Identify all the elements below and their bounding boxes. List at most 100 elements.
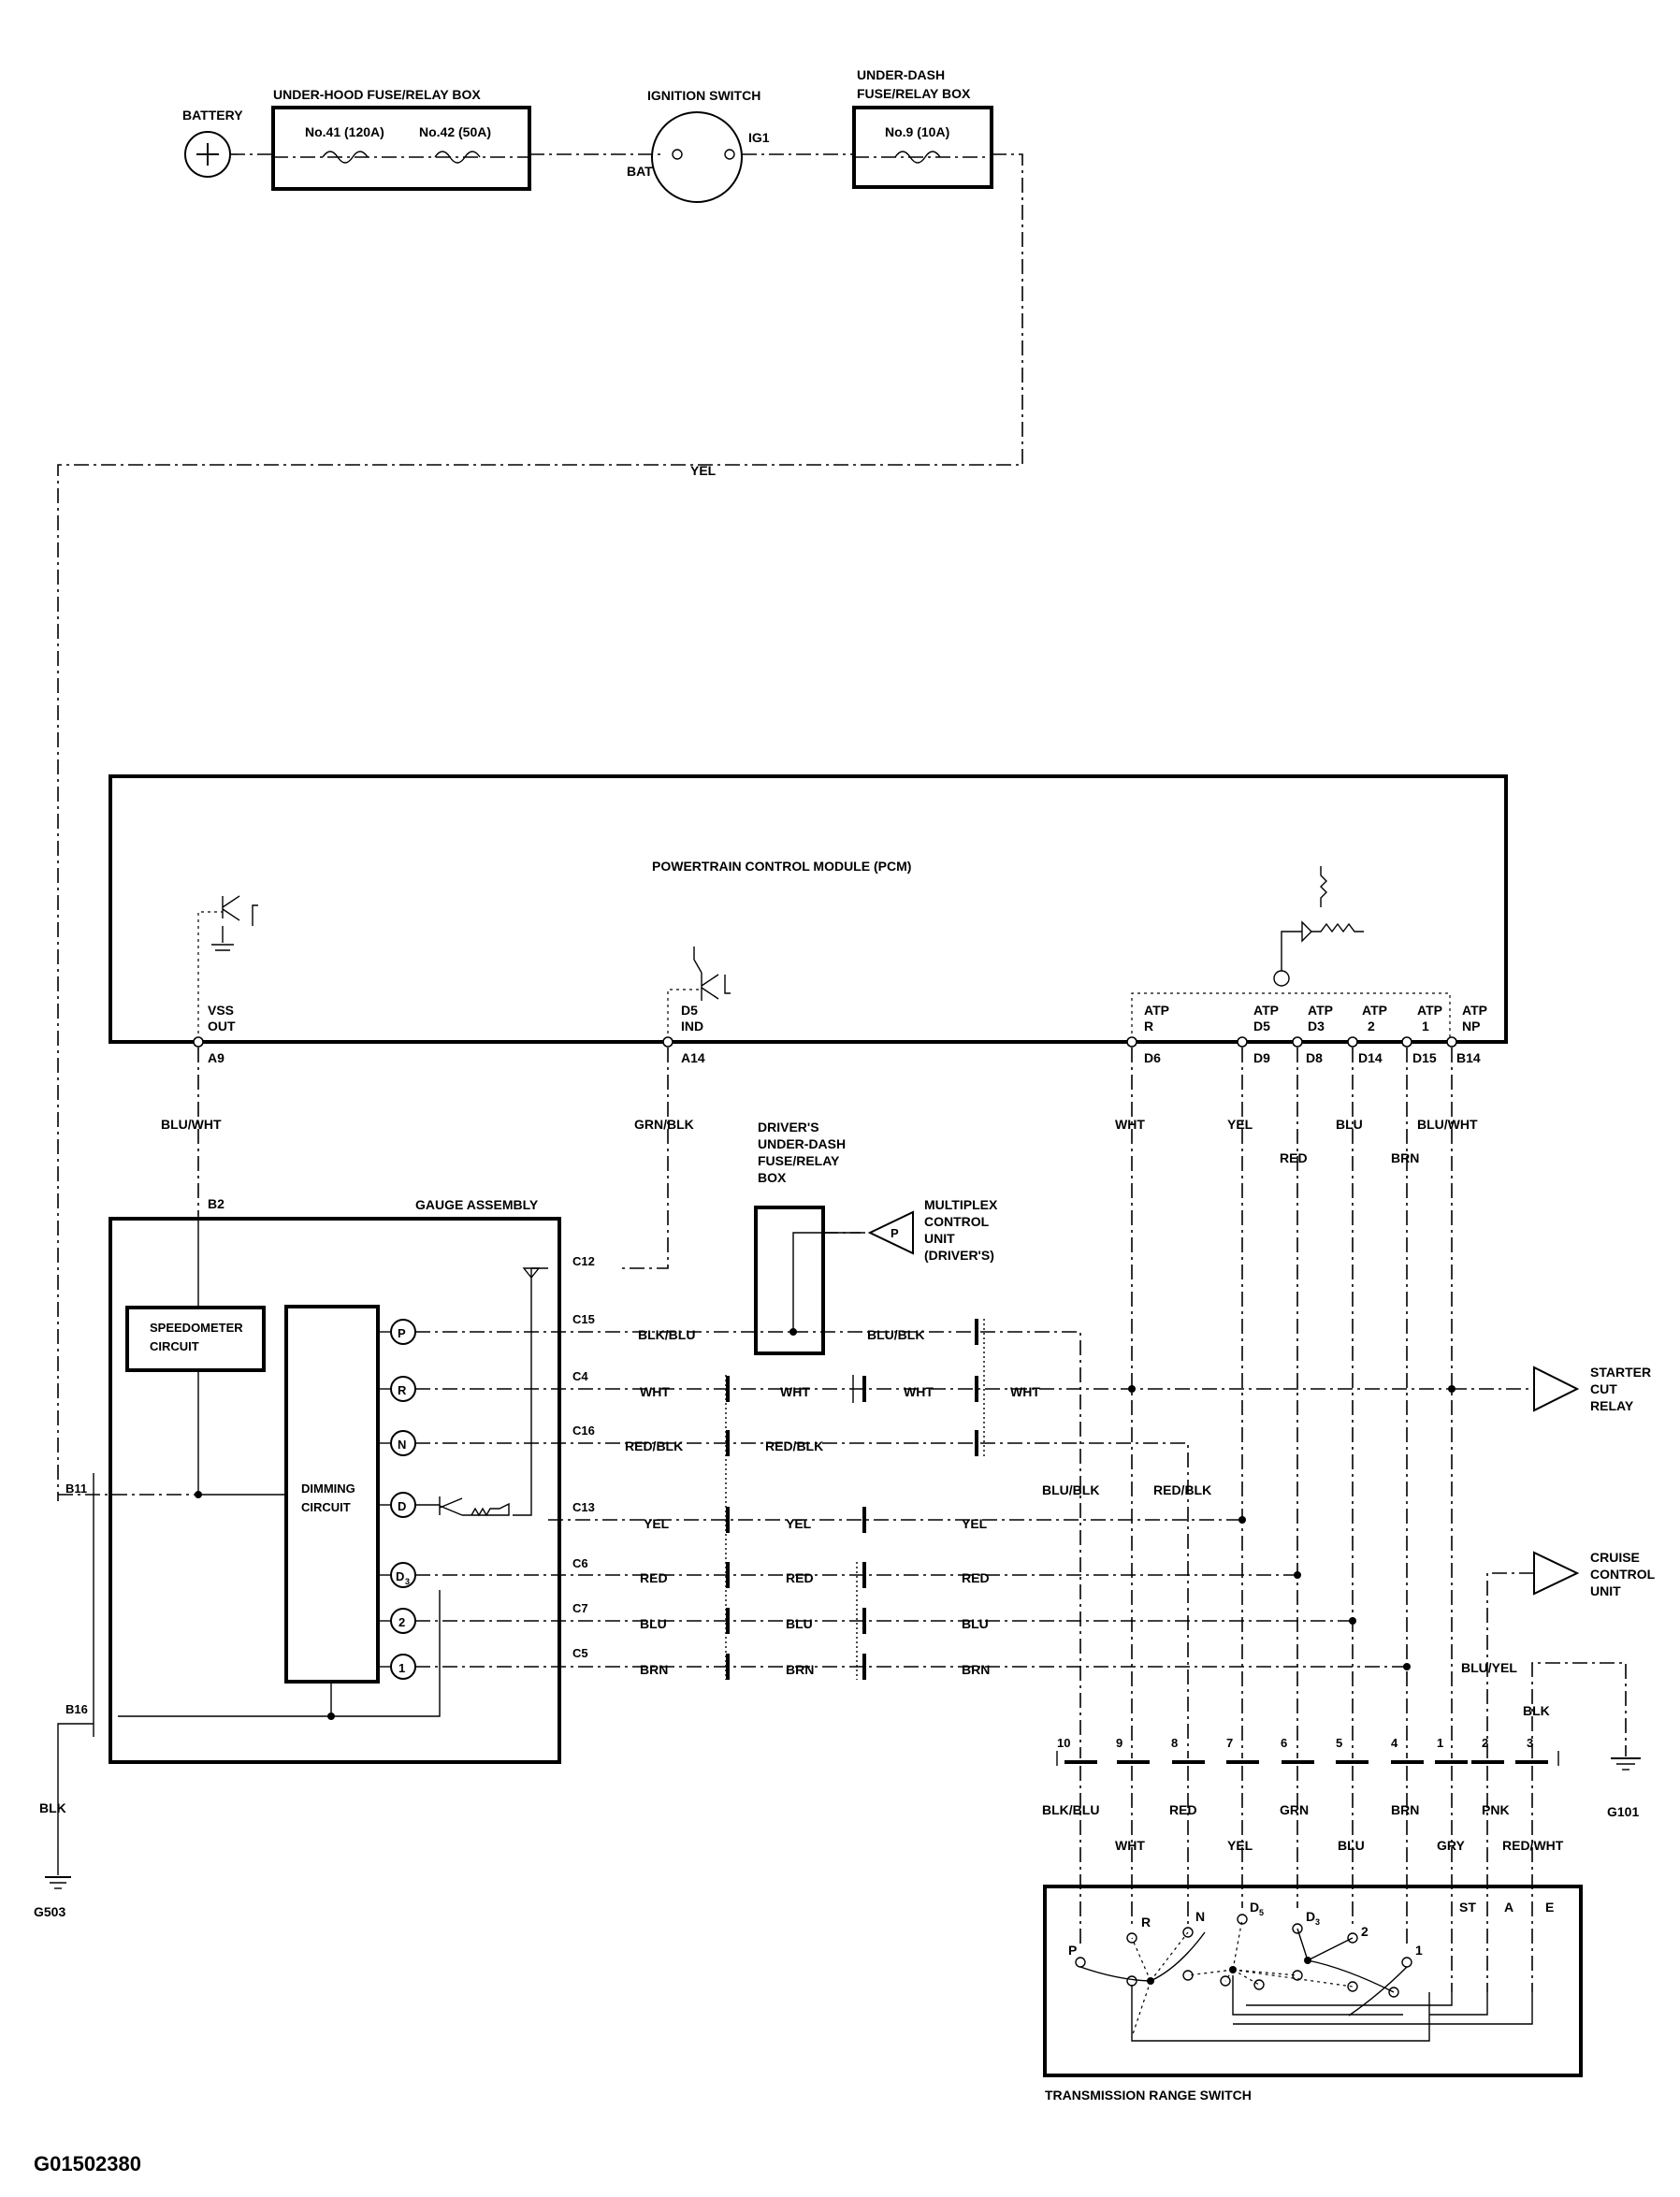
drv-box-label-2: UNDER-DASH [758, 1136, 846, 1151]
pin-d5ind-2: IND [681, 1019, 703, 1033]
g503-label: G503 [34, 1904, 65, 1919]
wire-pcm-red: RED [1280, 1150, 1308, 1165]
wire-blk-g101: BLK [1523, 1703, 1550, 1718]
pin-c15: C15 [572, 1312, 595, 1326]
pcm-module: POWERTRAIN CONTROL MODULE (PCM) VSS OUT … [109, 774, 1508, 1065]
trs-pin-9: 9 [1116, 1736, 1122, 1750]
wire-red-blk-vertical: RED/BLK [1153, 1482, 1211, 1497]
wire-blu-blk-vertical: BLU/BLK [1042, 1482, 1099, 1497]
trs-pin-5: 5 [1336, 1736, 1342, 1750]
mux-label-2: CONTROL [924, 1214, 990, 1229]
wire-pcm-wht: WHT [1115, 1117, 1145, 1132]
gauge-assembly: GAUGE ASSEMBLY B2 SPEEDOMETER CIRCUIT DI… [58, 1196, 595, 1764]
pin-c6: C6 [572, 1556, 588, 1570]
indicator-r: R [378, 1376, 416, 1402]
svg-text:R: R [398, 1383, 407, 1397]
trs-pos-e: E [1545, 1900, 1554, 1915]
wire-trs-yel: YEL [1227, 1838, 1253, 1853]
cruise-label-2: CONTROL [1590, 1567, 1656, 1582]
pin-c16: C16 [572, 1424, 595, 1438]
wire-pcm-yel: YEL [1227, 1117, 1253, 1132]
pin-atpd5-2: D5 [1253, 1019, 1270, 1033]
svg-text:D: D [398, 1499, 406, 1513]
wire-blu-yel: BLU/YEL [1461, 1660, 1517, 1675]
svg-text:D: D [396, 1569, 404, 1583]
d-driver-transistor-icon [415, 1496, 463, 1516]
dimming-label-2: CIRCUIT [301, 1500, 351, 1514]
wire-blk-blu: BLK/BLU [638, 1327, 695, 1342]
wire-wht-3: WHT [904, 1384, 934, 1399]
wire-yel-3: YEL [962, 1516, 988, 1531]
atp-resistor-icon [1311, 922, 1364, 933]
pin-d5ind-1: D5 [681, 1003, 698, 1018]
wire-red-blk-1: RED/BLK [625, 1438, 683, 1453]
indicator-d: D [378, 1492, 416, 1518]
fuse-9-icon [894, 151, 941, 164]
starter-label-3: RELAY [1590, 1398, 1634, 1413]
cruise-control-unit: CRUISE CONTROL UNIT [1533, 1550, 1656, 1598]
pin-d15: D15 [1412, 1050, 1437, 1065]
trs-pin-10: 10 [1057, 1736, 1070, 1750]
pin-vss-1: VSS [208, 1003, 234, 1018]
pin-c5: C5 [572, 1646, 588, 1660]
pin-c7: C7 [572, 1601, 588, 1615]
wire-trs-wht: WHT [1115, 1838, 1145, 1853]
wire-red-3: RED [962, 1570, 990, 1585]
pin-vss-2: OUT [208, 1019, 236, 1033]
cruise-label-1: CRUISE [1590, 1550, 1640, 1565]
transmission-range-switch: TRANSMISSION RANGE SWITCH P R N D 5 D 3 … [1043, 1885, 1583, 2103]
pin-atpd3-1: ATP [1308, 1003, 1333, 1018]
wire-brn-3: BRN [962, 1662, 990, 1677]
ig1-label: IG1 [748, 130, 770, 145]
pin-c13: C13 [572, 1500, 595, 1514]
wire-yel-2: YEL [786, 1516, 812, 1531]
wire-wht-4: WHT [1010, 1384, 1040, 1399]
indicator-d3: D 3 [378, 1562, 416, 1588]
drivers-underdash-box: DRIVER'S UNDER-DASH FUSE/RELAY BOX [754, 1120, 861, 1355]
pcm-label: POWERTRAIN CONTROL MODULE (PCM) [652, 859, 911, 874]
figure-id: G01502380 [34, 2152, 141, 2175]
trs-pin-6: 6 [1281, 1736, 1287, 1750]
svg-text:3: 3 [405, 1577, 410, 1586]
vss-transistor-icon [222, 895, 258, 926]
wire-red-2: RED [786, 1570, 814, 1585]
wire-blu-wht-a9: BLU/WHT [161, 1117, 222, 1132]
pin-atpd3-2: D3 [1308, 1019, 1325, 1033]
wire-blu-blk: BLU/BLK [867, 1327, 924, 1342]
trs-pin-3: 3 [1527, 1736, 1533, 1750]
trs-pin-4: 4 [1391, 1736, 1398, 1750]
multiplex-control-unit: P MULTIPLEX CONTROL UNIT (DRIVER'S) [867, 1197, 998, 1263]
inline-connector-1 [725, 1375, 730, 1680]
pin-d6: D6 [1144, 1050, 1161, 1065]
pin-d8: D8 [1306, 1050, 1323, 1065]
trs-pos-2: 2 [1361, 1924, 1369, 1939]
pin-atpd5-1: ATP [1253, 1003, 1279, 1018]
starter-cut-relay: STARTER CUT RELAY [1533, 1365, 1651, 1413]
speedometer-circuit [125, 1306, 266, 1372]
wire-blu-2: BLU [786, 1616, 813, 1631]
trs-pos-1: 1 [1415, 1943, 1423, 1958]
starter-label-1: STARTER [1590, 1365, 1651, 1380]
g101-label: G101 [1607, 1804, 1639, 1819]
ignition-label: IGNITION SWITCH [647, 88, 760, 103]
trs-pos-st: ST [1459, 1900, 1476, 1915]
wire-pcm-blu-wht: BLU/WHT [1417, 1117, 1478, 1132]
indicator-2: 2 [378, 1608, 416, 1634]
underhood-fuse-relay-box: UNDER-HOOD FUSE/RELAY BOX No.41 (120A) N… [271, 87, 531, 191]
starter-label-2: CUT [1590, 1381, 1617, 1396]
fuse-9-label: No.9 (10A) [885, 124, 949, 139]
wire-wht-1: WHT [640, 1384, 670, 1399]
wire-trs-brn: BRN [1391, 1802, 1419, 1817]
wire-trs-red-wht: RED/WHT [1502, 1838, 1564, 1853]
pin-a14: A14 [681, 1050, 705, 1065]
wire-blk-g503: BLK [39, 1800, 66, 1815]
cruise-label-3: UNIT [1590, 1583, 1621, 1598]
pin-d9: D9 [1253, 1050, 1270, 1065]
underhood-box-label: UNDER-HOOD FUSE/RELAY BOX [273, 87, 481, 102]
d5-transistor-icon [701, 973, 731, 1001]
fuse-41-icon [322, 151, 369, 164]
speedo-label-2: CIRCUIT [150, 1339, 199, 1353]
battery: BATTERY [182, 108, 243, 178]
ground-g101-icon [1611, 1757, 1641, 1771]
